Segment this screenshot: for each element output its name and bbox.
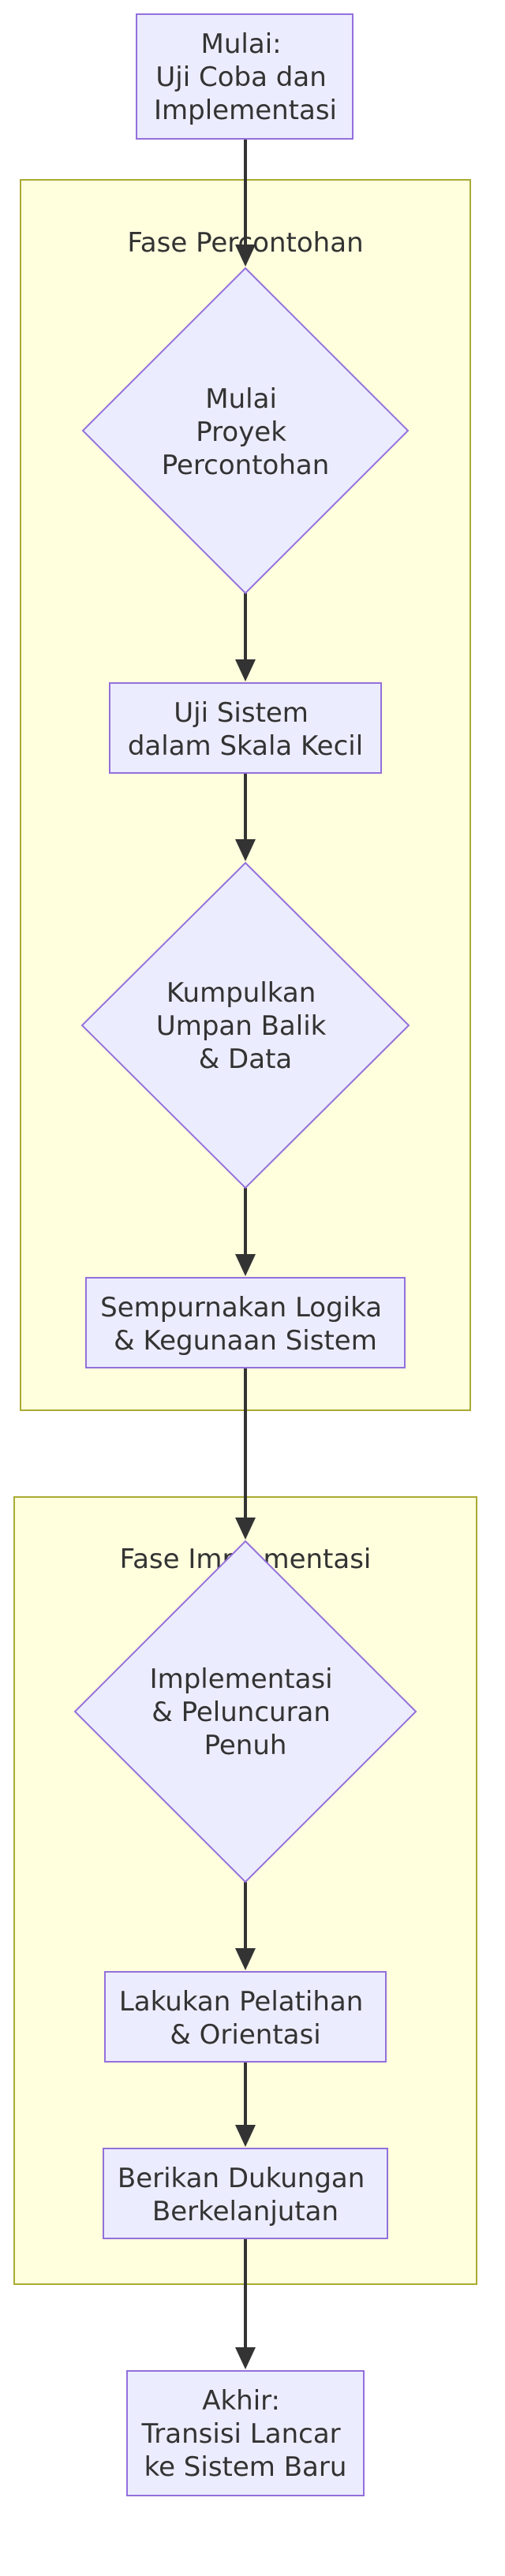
- node-end: Akhir: Transisi Lancar ke Sistem Baru: [126, 2370, 365, 2496]
- svg-text:Mulai Proyek Perco: Mulai Proyek Percontohan: [162, 383, 330, 481]
- node-support-line-1: Berikan Dukungan: [118, 2163, 365, 2194]
- node-refine-line-2: & Kegunaan Sistem: [114, 1325, 377, 1357]
- node-rollout: Implementasi & Peluncuran Penuh: [73, 1540, 417, 1883]
- node-end-line-2: Transisi Lancar: [141, 2418, 341, 2450]
- edge-support-to-end: [235, 2238, 256, 2369]
- node-end-line-1: Akhir:: [202, 2385, 280, 2417]
- node-collect-line-2: Umpan Balik: [156, 1010, 327, 1042]
- node-support: Berikan Dukungan Berkelanjutan: [103, 2148, 388, 2239]
- node-collect-line-1: Kumpulkan: [166, 977, 316, 1009]
- edge-pilot-start-to-small-test: [235, 593, 256, 681]
- edge-refine-to-rollout: [235, 1368, 256, 1540]
- svg-text:Akhir: Transisi Lancar: Akhir: Transisi Lancar ke Sistem Baru: [141, 2385, 350, 2483]
- node-start-line-1: Mulai:: [201, 28, 282, 60]
- svg-text:Uji Sistem dalam Skala K: Uji Sistem dalam Skala Kecil: [128, 697, 363, 762]
- node-collect-line-3: & Data: [199, 1043, 293, 1075]
- node-training-line-1: Lakukan Pelatihan: [119, 1986, 363, 2018]
- node-refine: Sempurnakan Logika & Kegunaan Sistem: [85, 1277, 406, 1368]
- svg-text:Lakukan Pelatihan & Orie: Lakukan Pelatihan & Orientasi: [119, 1986, 372, 2051]
- svg-text:Implementasi & Peluncura: Implementasi & Peluncuran Penuh: [150, 1663, 342, 1761]
- edge-small-test-to-collect: [235, 773, 256, 861]
- node-pilot-start-line-3: Percontohan: [162, 450, 330, 481]
- node-rollout-line-3: Penuh: [204, 1730, 287, 1761]
- node-support-line-2: Berkelanjutan: [152, 2196, 339, 2227]
- node-pilot-start-line-2: Proyek: [196, 416, 286, 448]
- node-start-line-3: Implementasi: [154, 95, 337, 126]
- edge-training-to-support: [235, 2062, 256, 2147]
- node-small-test-line-2: dalam Skala Kecil: [128, 730, 363, 762]
- node-start: Mulai: Uji Coba dan Implementasi: [136, 13, 354, 140]
- edges: [235, 139, 256, 2369]
- node-small-test-line-1: Uji Sistem: [174, 697, 309, 729]
- svg-text:Kumpulkan Umpan Balik: Kumpulkan Umpan Balik & Data: [156, 977, 335, 1075]
- svg-text:Mulai: Uji Coba dan: Mulai: Uji Coba dan Implementasi: [154, 28, 337, 126]
- edge-collect-to-refine: [235, 1188, 256, 1276]
- node-rollout-line-2: & Peluncuran: [152, 1697, 331, 1728]
- node-start-line-2: Uji Coba dan: [155, 62, 326, 93]
- svg-text:Berikan Dukungan Berkela: Berikan Dukungan Berkelanjutan: [118, 2163, 373, 2227]
- svg-text:Sempurnakan Logika & Keg: Sempurnakan Logika & Kegunaan Sistem: [100, 1292, 391, 1357]
- node-refine-line-1: Sempurnakan Logika: [100, 1292, 382, 1323]
- edge-rollout-to-training: [235, 1882, 256, 1970]
- node-pilot-start-line-1: Mulai: [205, 383, 277, 415]
- edge-start-to-pilot-start: [235, 139, 256, 267]
- node-end-line-3: ke Sistem Baru: [144, 2451, 347, 2483]
- node-pilot-start: Mulai Proyek Percontohan: [81, 267, 410, 595]
- node-training: Lakukan Pelatihan & Orientasi: [104, 1971, 387, 2063]
- node-training-line-2: & Orientasi: [170, 2019, 320, 2051]
- node-collect-feedback: Kumpulkan Umpan Balik & Data: [80, 861, 410, 1189]
- node-rollout-line-1: Implementasi: [150, 1663, 333, 1695]
- node-small-test: Uji Sistem dalam Skala Kecil: [109, 682, 382, 774]
